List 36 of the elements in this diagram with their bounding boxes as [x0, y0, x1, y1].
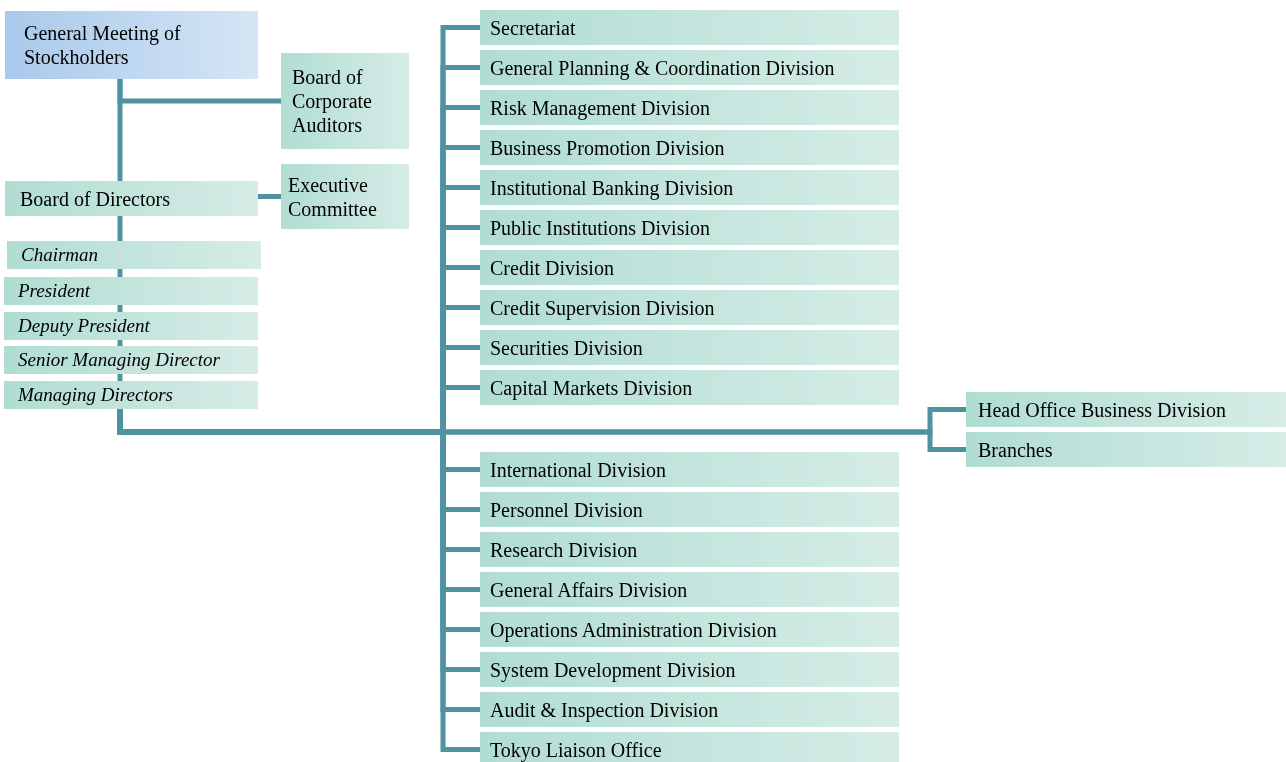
org-unit-box: Operations Administration Division: [480, 612, 899, 647]
org-unit-box: Credit Division: [480, 250, 899, 285]
org-unit-box: Audit & Inspection Division: [480, 692, 899, 727]
org-unit-box: Securities Division: [480, 330, 899, 365]
org-unit-box: Research Division: [480, 532, 899, 567]
org-unit-box: Head Office Business Division: [966, 392, 1286, 427]
officer-box: President: [4, 277, 258, 305]
org-unit-box: Business Promotion Division: [480, 130, 899, 165]
officer-box: Chairman: [7, 241, 261, 269]
connector-line: [117, 305, 123, 312]
officer-box: Deputy President: [4, 312, 258, 340]
org-unit-box: Risk Management Division: [480, 90, 899, 125]
org-unit-box: Institutional Banking Division: [480, 170, 899, 205]
org-unit-box: System Development Division: [480, 652, 899, 687]
officer-box: Senior Managing Director: [4, 346, 258, 374]
org-unit-box: Capital Markets Division: [480, 370, 899, 405]
connector-line: [117, 340, 123, 346]
org-unit-box: Branches: [966, 432, 1286, 467]
org-unit-box: International Division: [480, 452, 899, 487]
org-unit-box: Secretariat: [480, 10, 899, 45]
org-unit-box: Executive Committee: [281, 164, 409, 229]
connector-line: [117, 216, 123, 241]
org-unit-box: General Planning & Coordination Division: [480, 50, 899, 85]
connector-line: [258, 194, 281, 199]
org-unit-box: Personnel Division: [480, 492, 899, 527]
org-unit-box: Public Institutions Division: [480, 210, 899, 245]
connector-line: [117, 79, 123, 181]
org-unit-box: Board of Directors: [5, 181, 258, 216]
org-unit-box: General Meeting of Stockholders: [5, 11, 258, 79]
org-unit-box: Board of Corporate Auditors: [281, 53, 409, 149]
officer-box: Managing Directors: [4, 381, 258, 409]
connector-line: [117, 269, 123, 277]
org-unit-box: Tokyo Liaison Office: [480, 732, 899, 762]
connector-line: [117, 374, 123, 381]
org-unit-box: General Affairs Division: [480, 572, 899, 607]
org-unit-box: Credit Supervision Division: [480, 290, 899, 325]
